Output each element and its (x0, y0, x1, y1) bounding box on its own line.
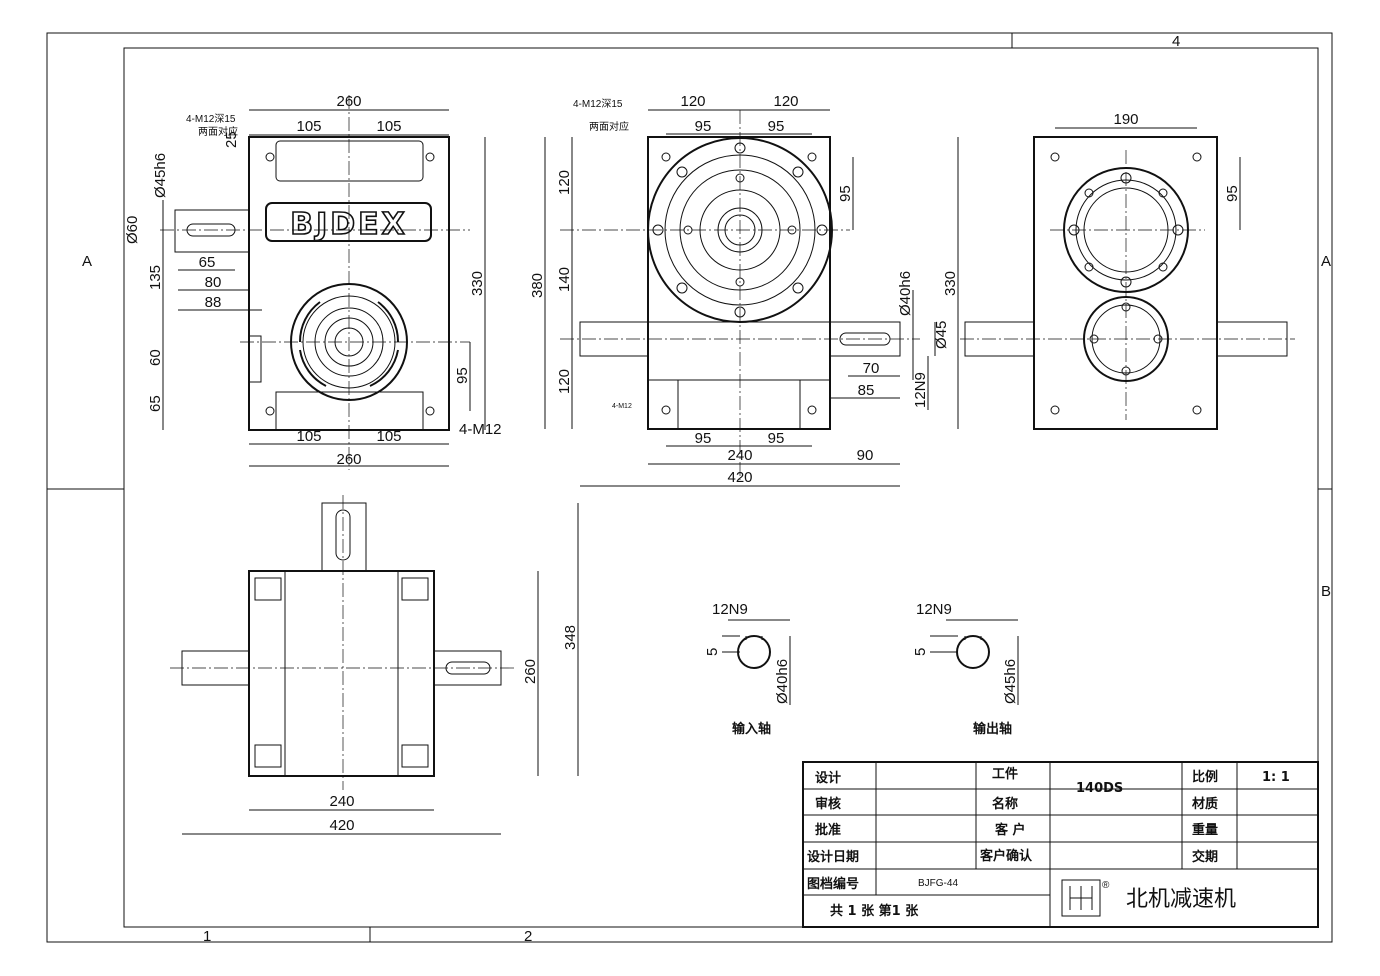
dim-40h6: Ø40h6 (897, 271, 914, 316)
view-front: BJDEX 260 105 105 4-M12深15 两面对应 (124, 93, 502, 470)
tb-material: 材质 (1192, 796, 1218, 812)
dim-95-vertical: 95 (837, 185, 854, 202)
tb-sheets: 共 1 张 第1 张 (830, 903, 919, 919)
tb-review: 审核 (815, 796, 841, 812)
dim-420: 420 (329, 817, 354, 834)
dim-140: 140 (556, 267, 573, 292)
dim-bottom-105-right: 105 (376, 428, 401, 445)
out-diameter: Ø45h6 (1002, 659, 1019, 704)
dim-260: 260 (522, 659, 539, 684)
dim-120-left: 120 (680, 93, 705, 110)
note-holes-sub: 两面对应 (198, 125, 238, 138)
dim-65: 65 (199, 254, 216, 271)
dim-45: Ø45 (933, 321, 950, 349)
dim-120-bottom: 120 (556, 369, 573, 394)
top-shaft (321, 502, 367, 572)
title-block: 设计 审核 批准 设计日期 图档编号 BJFG-44 共 1 张 第1 张 工件… (802, 761, 1319, 928)
nameplate (265, 202, 432, 242)
dim-bottom-105-left: 105 (296, 428, 321, 445)
dim-95: 95 (454, 367, 471, 384)
zone-bottom-1: 1 (203, 928, 211, 945)
sheet-frame: 4 A A B 1 2 (46, 32, 1333, 945)
dim-70: 70 (863, 360, 880, 377)
company-logo-icon (1061, 879, 1101, 917)
dim-top-105-left: 105 (296, 118, 321, 135)
dim-bottom-260: 260 (336, 451, 361, 468)
dim-90: 90 (857, 447, 874, 464)
dim-bottom-95-left: 95 (695, 430, 712, 447)
tb-name: 名称 (992, 796, 1018, 812)
note-holes-sub: 两面对应 (589, 120, 629, 133)
dim-95-right: 95 (768, 118, 785, 135)
section-input-shaft: 12N9 5 Ø40h6 输入轴 (704, 601, 791, 737)
housing-outline (1033, 136, 1218, 430)
tb-design-date: 设计日期 (807, 849, 859, 865)
tb-company: 北机减速机 (1126, 887, 1236, 912)
dim-348: 348 (562, 625, 579, 650)
dim-80: 80 (205, 274, 222, 291)
dim-95-left: 95 (695, 118, 712, 135)
housing-outline (647, 136, 831, 430)
out-label: 输出轴 (973, 721, 1012, 737)
dim-190: 190 (1113, 111, 1138, 128)
dim-top-105-right: 105 (376, 118, 401, 135)
view-top: 348 260 240 420 (170, 495, 579, 835)
note-holes: 4-M12深15 (186, 113, 236, 125)
tb-customer-confirm: 客户确认 (980, 848, 1033, 864)
tb-doc-no: BJFG-44 (918, 878, 958, 889)
note-m12: 4-M12 (459, 421, 502, 438)
dim-60-vertical: 60 (147, 349, 164, 366)
dim-120-top: 120 (556, 170, 573, 195)
tb-design: 设计 (815, 770, 841, 786)
view-side: 4-M12深15 两面对应 120 120 95 95 95 380 120 1… (529, 93, 959, 487)
tb-customer: 客 户 (995, 822, 1026, 838)
dim-380: 380 (529, 273, 546, 298)
dim-12n9: 12N9 (912, 372, 929, 408)
registered-mark: ® (1102, 880, 1110, 891)
dim-85: 85 (858, 382, 875, 399)
in-key: 12N9 (712, 601, 748, 618)
tb-delivery: 交期 (1192, 849, 1218, 865)
dim-330: 330 (942, 271, 959, 296)
tb-approve: 批准 (815, 822, 841, 838)
dim-top-260: 260 (336, 93, 361, 110)
dim-88: 88 (205, 294, 222, 311)
section-output-shaft: 12N9 5 Ø45h6 输出轴 (912, 601, 1019, 737)
zone-top-4: 4 (1172, 33, 1180, 50)
input-shaft (174, 209, 250, 253)
dim-330: 330 (469, 271, 486, 296)
out-depth: 5 (912, 648, 929, 656)
brand-logo: BJDEX (290, 207, 408, 242)
dim-bottom-95-right: 95 (768, 430, 785, 447)
tb-doc-no-label: 图档编号 (807, 876, 859, 892)
dim-240: 240 (727, 447, 752, 464)
zone-left-a: A (82, 253, 92, 270)
tb-scale-label: 比例 (1192, 769, 1218, 785)
in-label: 输入轴 (732, 721, 771, 737)
zone-right-b: B (1321, 583, 1331, 600)
in-diameter: Ø40h6 (774, 659, 791, 704)
dim-65-vertical: 65 (147, 395, 164, 412)
dim-60: Ø60 (124, 216, 141, 244)
dim-95: 95 (1224, 185, 1241, 202)
tb-model: 140DS (1076, 781, 1123, 796)
view-rear: 190 95 (960, 111, 1295, 430)
note-holes: 4-M12深15 (573, 98, 623, 110)
zone-bottom-2: 2 (524, 928, 532, 945)
dim-420: 420 (727, 469, 752, 486)
in-depth: 5 (704, 648, 721, 656)
dim-240: 240 (329, 793, 354, 810)
tb-scale-value: 1: 1 (1262, 770, 1290, 785)
dim-135: 135 (147, 265, 164, 290)
zone-right-a: A (1321, 253, 1331, 270)
dim-25: 25 (223, 131, 240, 148)
dim-45h6: Ø45h6 (152, 153, 169, 198)
tb-weight: 重量 (1192, 822, 1218, 838)
note-m12: 4-M12 (612, 403, 632, 410)
out-key: 12N9 (916, 601, 952, 618)
tb-part: 工件 (992, 766, 1018, 782)
dim-120-right: 120 (773, 93, 798, 110)
